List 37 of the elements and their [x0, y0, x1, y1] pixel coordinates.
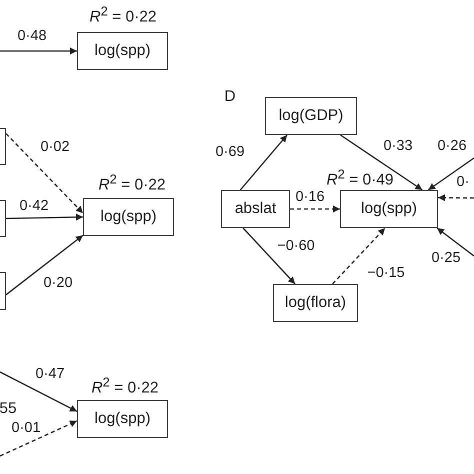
r-squared-label: R$^{2}$ = 0·49	[326, 166, 394, 190]
variable-box	[0, 200, 6, 237]
panel-letter: D	[224, 88, 236, 106]
dashed-arrow	[0, 420, 78, 457]
variable-box	[221, 190, 290, 228]
arrow	[6, 214, 84, 221]
variable-name: abslat	[234, 200, 276, 218]
arrow	[428, 157, 474, 191]
variable-box	[83, 198, 174, 236]
dashed-arrow	[6, 133, 84, 214]
arrow	[340, 134, 423, 191]
arrow	[6, 234, 84, 296]
arrow	[0, 371, 78, 412]
dashed-arrow	[332, 228, 386, 284]
r-squared-label: R$^{2}$ = 0·22	[89, 3, 157, 27]
path-coefficient: 55	[0, 400, 17, 418]
arrow	[240, 134, 288, 190]
variable-name: log(spp)	[94, 410, 150, 428]
variable-name: log(flora)	[284, 294, 346, 312]
dashed-arrow	[290, 206, 340, 212]
variable-box	[265, 97, 357, 135]
variable-name: log(spp)	[100, 208, 156, 226]
variable-box	[273, 284, 358, 322]
variable-box	[340, 190, 438, 228]
arrow	[242, 228, 296, 284]
variable-name: log(GDP)	[278, 107, 344, 125]
dashed-arrow	[438, 194, 474, 202]
arrow	[0, 48, 77, 54]
r-squared-label: R$^{2}$ = 0·22	[98, 171, 166, 195]
variable-box	[0, 272, 6, 310]
variable-box	[0, 128, 6, 165]
variable-box	[77, 400, 168, 438]
variable-name: log(spp)	[94, 42, 150, 60]
variable-name: log(spp)	[361, 200, 417, 218]
variable-box	[77, 32, 168, 70]
r-squared-label: R$^{2}$ = 0·22	[91, 374, 159, 398]
arrow	[436, 227, 474, 257]
